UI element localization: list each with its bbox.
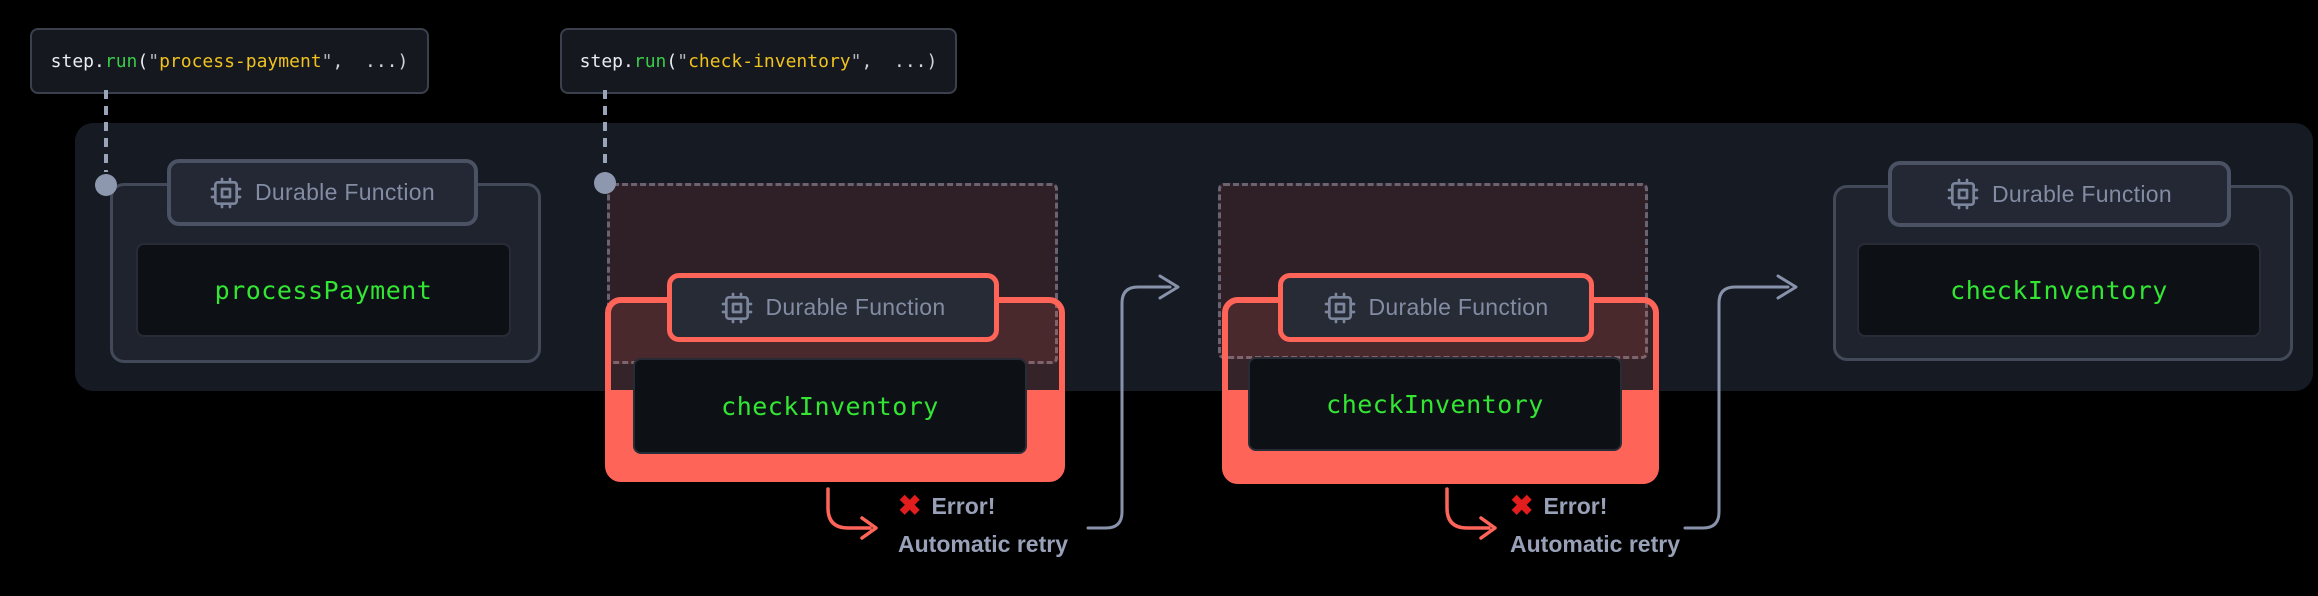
code-token: step. [50, 50, 105, 72]
function-name-box: checkInventory [1857, 243, 2261, 337]
automatic-retry-label: Automatic retry [898, 531, 1068, 557]
cpu-icon [210, 177, 242, 209]
badge-label: Durable Function [1992, 180, 2172, 207]
code-token: step. [579, 50, 634, 72]
badge-label: Durable Function [1368, 294, 1549, 320]
code-token: ( [137, 50, 149, 72]
code-token: " [148, 50, 160, 72]
error-title: Error! [931, 492, 996, 519]
function-name: processPayment [214, 275, 433, 305]
code-token: , ...) [861, 50, 938, 72]
badge-label: Durable Function [255, 179, 435, 205]
code-token: run [633, 50, 667, 72]
badge-label: Durable Function [765, 294, 946, 320]
code-token: check-inventory [688, 50, 851, 72]
function-name: checkInventory [1326, 389, 1544, 419]
error-x-icon: ✖ [1510, 490, 1534, 521]
function-name-box: checkInventory [1248, 357, 1622, 451]
step-run-label: step.run("check-inventory", ...) [560, 28, 957, 94]
durable-function-badge: Durable Function [667, 273, 999, 342]
function-name: checkInventory [721, 391, 939, 421]
code-token: process-payment [159, 50, 322, 72]
code-token: ( [666, 50, 678, 72]
automatic-retry-label: Automatic retry [1510, 531, 1680, 557]
code-token: , ...) [332, 50, 409, 72]
error-annotation: ✖ Error! Automatic retry [1510, 492, 1680, 558]
function-name-box: checkInventory [633, 358, 1027, 454]
function-name-box: processPayment [136, 243, 511, 337]
error-title: Error! [1543, 492, 1608, 519]
cpu-icon [1324, 292, 1356, 324]
cpu-icon [1947, 178, 1979, 210]
code-token: " [677, 50, 689, 72]
code-token: " [850, 50, 862, 72]
durable-function-badge: Durable Function [1278, 273, 1594, 342]
step-run-label: step.run("process-payment", ...) [30, 28, 429, 94]
function-name: checkInventory [1950, 275, 2168, 305]
code-token: run [104, 50, 138, 72]
durable-function-badge: Durable Function [167, 159, 478, 226]
cpu-icon [721, 292, 753, 324]
error-x-icon: ✖ [898, 490, 922, 521]
durable-function-badge: Durable Function [1888, 161, 2231, 227]
code-token: " [321, 50, 333, 72]
error-annotation: ✖ Error! Automatic retry [898, 492, 1068, 558]
